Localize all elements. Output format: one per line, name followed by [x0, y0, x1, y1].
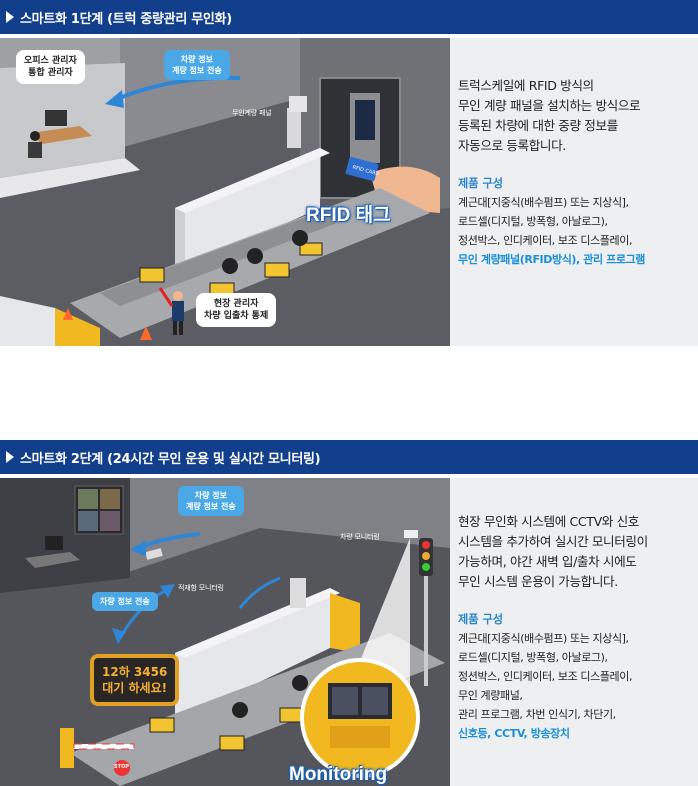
stage2-description: 현장 무인화 시스템에 CCTV와 신호 시스템을 추가하여 실시간 모니터링이… — [458, 512, 698, 592]
stage1-desc-line: 무인 계량 패널을 설치하는 방식으로 — [458, 98, 641, 113]
stage1-illustration: 오피스 관리자 통합 관리자 차량 정보 계량 정보 전송 무인계량 패널 RF… — [0, 38, 450, 346]
monitor-icon — [45, 110, 67, 126]
stage1-banner: 스마트화 1단계 (트럭 중량관리 무인화) — [0, 0, 698, 34]
site-manager-bubble: 현장 관리자 차량 입출차 통제 — [196, 293, 277, 327]
stop-sign-icon — [114, 760, 130, 776]
stage1-section: 스마트화 1단계 (트럭 중량관리 무인화) — [0, 0, 698, 350]
stage1-scene — [0, 38, 450, 346]
stage2-composition-title: 제품 구성 — [458, 613, 504, 626]
stage2-desc-line: 가능하며, 야간 새벽 입/출차 시에도 — [458, 554, 637, 569]
office-bubble-line2: 통합 관리자 — [28, 68, 73, 78]
vehicle-monitoring-label: 차량 모니터링 — [340, 533, 380, 541]
led-line1: 12하 3456 — [102, 665, 168, 679]
transfer-bubble-line1: 차량 정보 — [180, 55, 213, 64]
composition-item: 로드셀(디지털, 방폭형, 아날로그), — [458, 651, 608, 664]
rfid-tag-label: RFID 태그 — [306, 205, 391, 226]
led-display: 12하 3456 대기 하세요! — [90, 654, 180, 706]
stage1-banner-title: 스마트화 1단계 (트럭 중량관리 무인화) — [20, 11, 232, 27]
arrow-up-icon — [160, 584, 175, 598]
office-manager-bubble: 오피스 관리자 통합 관리자 — [16, 50, 85, 84]
transfer-bubble-line2: 계량 정보 전송 — [186, 502, 236, 511]
rfid-card-icon — [345, 156, 379, 182]
cctv-icon — [145, 548, 163, 560]
stage2-illustration: 차량 정보 계량 정보 전송 차량 모니터링 적재함 모니터링 차량 정보 전송… — [0, 478, 450, 786]
office-bubble-line1: 오피스 관리자 — [24, 56, 77, 66]
stage2-section: 스마트화 2단계 (24시간 무인 운용 및 실시간 모니터링) — [0, 440, 698, 786]
stage1-composition-list: 계근대[지중식(배수펌프) 또는 지상식], 로드셀(디지털, 방폭형, 아날로… — [458, 193, 698, 269]
vehicle-info-bubble: 차량 정보 전송 — [92, 592, 158, 611]
transfer-bubble: 차량 정보 계량 정보 전송 — [178, 486, 244, 516]
arrow-down-icon — [112, 628, 126, 644]
arrow-left-icon — [105, 90, 124, 108]
unmanned-panel-label: 무인계량 패널 — [232, 109, 272, 117]
stage2-banner: 스마트화 2단계 (24시간 무인 운용 및 실시간 모니터링) — [0, 440, 698, 474]
stage1-info-panel: 트럭스케일에 RFID 방식의 무인 계량 패널을 설치하는 방식으로 등록된 … — [450, 38, 698, 346]
composition-item: 정션박스, 인디케이터, 보조 디스플레이, — [458, 670, 633, 683]
composition-item: 무인 계량패널, — [458, 689, 523, 702]
stage1-description: 트럭스케일에 RFID 방식의 무인 계량 패널을 설치하는 방식으로 등록된 … — [458, 76, 698, 156]
composition-item: 로드셀(디지털, 방폭형, 아날로그), — [458, 215, 608, 228]
site-bubble-line1: 현장 관리자 — [213, 299, 259, 309]
transfer-bubble-line1: 차량 정보 — [194, 491, 227, 500]
transfer-bubble: 차량 정보 계량 정보 전송 — [164, 50, 230, 80]
stage2-desc-line: 무인 시스템 운용이 가능합니다. — [458, 574, 618, 589]
stage2-info-panel: 현장 무인화 시스템에 CCTV와 신호 시스템을 추가하여 실시간 모니터링이… — [450, 478, 698, 786]
stage2-banner-title: 스마트화 2단계 (24시간 무인 운용 및 실시간 모니터링) — [20, 451, 321, 467]
play-arrow-icon — [6, 11, 14, 23]
stage2-scene — [0, 478, 450, 786]
composition-item: 계근대[지중식(배수펌프) 또는 지상식], — [458, 196, 629, 209]
transfer-bubble-line2: 계량 정보 전송 — [172, 66, 222, 75]
led-line2: 대기 하세요! — [102, 681, 168, 695]
composition-item-highlight: 신호등, CCTV, 방송장치 — [458, 727, 570, 740]
monitoring-label: Monitoring — [289, 764, 388, 785]
composition-item: 관리 프로그램, 차번 인식기, 차단기, — [458, 708, 616, 721]
site-bubble-line2: 차량 입출차 통제 — [204, 311, 269, 321]
stage1-desc-line: 등록된 차량에 대한 중량 정보를 — [458, 118, 618, 133]
composition-item: 정션박스, 인디케이터, 보조 디스플레이, — [458, 234, 633, 247]
stage2-desc-line: 시스템을 추가하여 실시간 모니터링이 — [458, 534, 648, 549]
play-arrow-icon — [6, 451, 14, 463]
stop-sign-label: STOP — [114, 764, 129, 770]
stage1-desc-line: 자동으로 등록합니다. — [458, 138, 566, 153]
stage2-composition-list: 계근대[지중식(배수펌프) 또는 지상식], 로드셀(디지털, 방폭형, 아날로… — [458, 629, 698, 743]
composition-item: 계근대[지중식(배수펌프) 또는 지상식], — [458, 632, 629, 645]
stage1-composition-title: 제품 구성 — [458, 177, 504, 190]
cctv-icon — [404, 530, 418, 538]
arrow-left-icon — [130, 540, 146, 556]
stage1-desc-line: 트럭스케일에 RFID 방식의 — [458, 78, 594, 93]
composition-item-highlight: 무인 계량패널(RFID방식), 관리 프로그램 — [458, 253, 646, 266]
stage2-desc-line: 현장 무인화 시스템에 CCTV와 신호 — [458, 514, 639, 529]
load-monitoring-label: 적재함 모니터링 — [178, 584, 224, 592]
